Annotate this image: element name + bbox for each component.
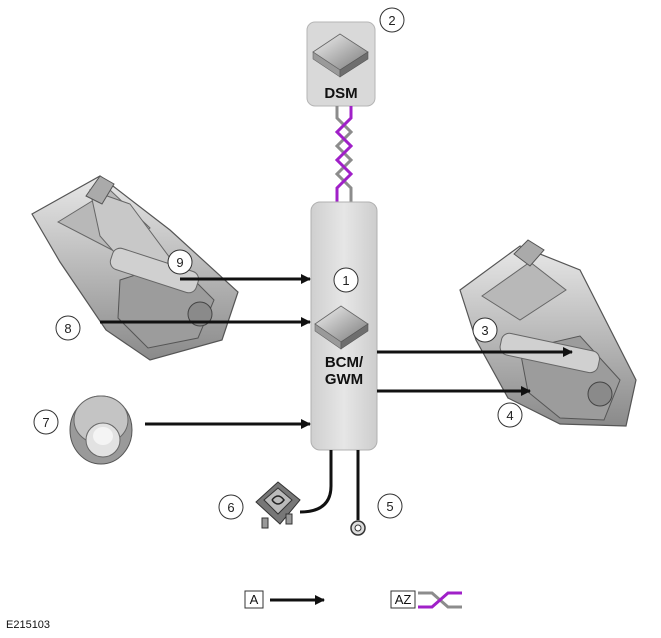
legend-network: AZ [390,590,462,609]
callout-5: 5 [377,493,403,519]
twisted-pair-icon [418,591,462,609]
callout-4: 4 [497,402,523,428]
module-chip-icon [312,33,369,78]
ground-eyelet-icon [350,520,366,536]
module-chip-icon [314,305,369,350]
power-wire [299,450,333,514]
svg-text:9: 9 [176,255,183,270]
callout-3: 3 [472,317,498,343]
legend: A AZ [244,590,462,609]
callout-9: 9 [167,249,193,275]
network-twisted-pair [334,106,354,202]
legend-key-az: AZ [395,592,412,607]
svg-text:5: 5 [386,499,393,514]
callout-2: 2 [379,7,405,33]
fuse-icon [255,481,301,529]
callout-6: 6 [218,494,244,520]
svg-text:2: 2 [388,13,395,28]
callout-8: 8 [55,315,81,341]
dsm-module: DSM [306,21,376,107]
svg-text:3: 3 [481,323,488,338]
callout-1: 1 [333,267,359,293]
figure-id: E215103 [6,619,50,631]
svg-text:6: 6 [227,500,234,515]
svg-text:7: 7 [42,415,49,430]
callout-7: 7 [33,409,59,435]
dsm-label: DSM [324,85,357,102]
bcm-label-line2: GWM [325,371,363,388]
svg-text:8: 8 [64,321,71,336]
bcm-gwm-module: BCM/ GWM [310,201,378,451]
bcm-label-line1: BCM/ [325,354,364,371]
steering-column-icon [31,175,239,361]
svg-text:1: 1 [342,273,349,288]
legend-key-a: A [250,592,259,607]
switch-icon [69,395,133,465]
legend-hardwired: A [244,590,325,609]
svg-text:4: 4 [506,408,513,423]
hardwired-arrows [100,274,573,429]
